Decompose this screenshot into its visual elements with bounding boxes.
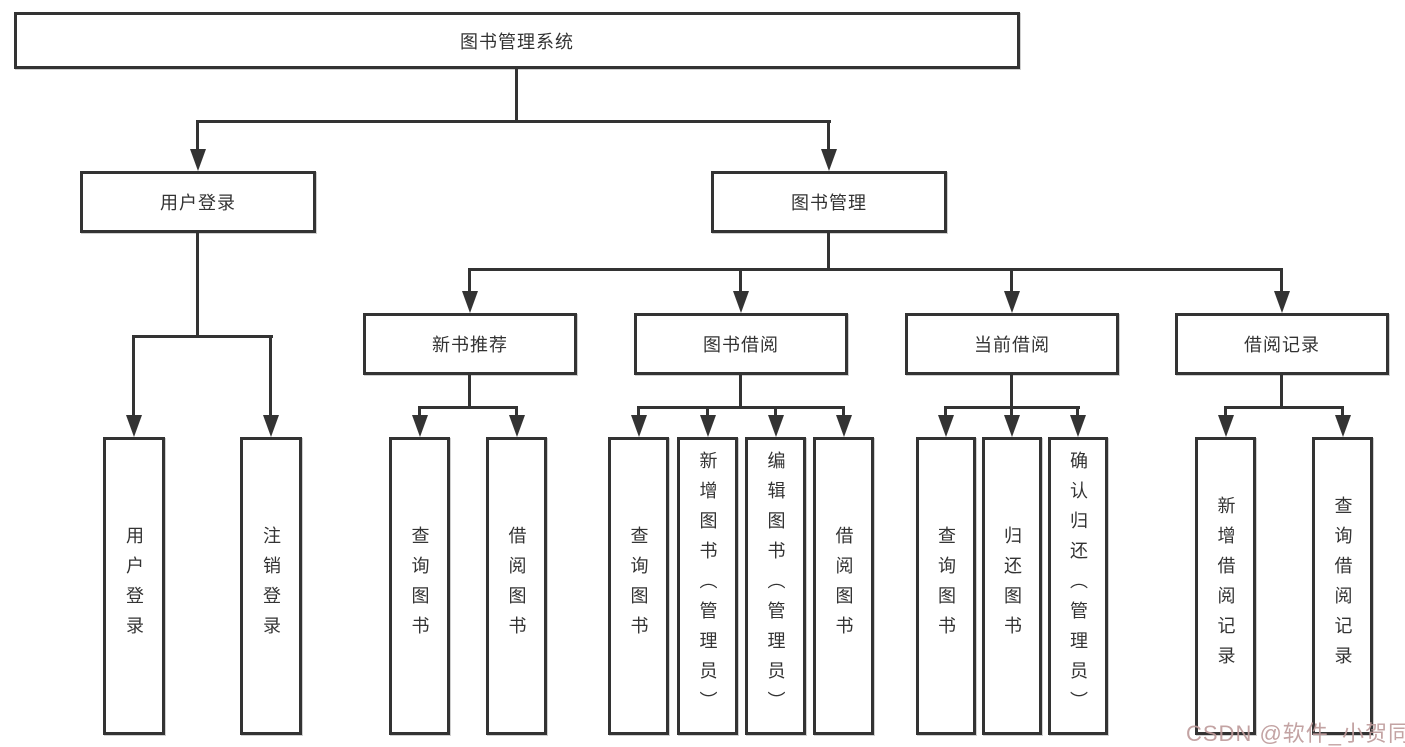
connector-line [468, 268, 471, 293]
leaf-newbook-query: 查询图书 [389, 437, 450, 735]
csdn-watermark: CSDN @软件_小贺同学 [1186, 721, 1405, 746]
connector-line [418, 406, 421, 417]
connector-line [827, 120, 830, 152]
leaf-borrow-query: 查询图书 [608, 437, 669, 735]
connector-line [1280, 375, 1283, 408]
node-current-borrow-label: 当前借阅 [974, 335, 1050, 355]
leaf-borrow-edit: 编辑图书（管理员） [745, 437, 806, 735]
node-current-borrow: 当前借阅 [905, 313, 1119, 375]
connector-line [1010, 268, 1013, 293]
node-new-book: 新书推荐 [363, 313, 577, 375]
connector-arrow [412, 415, 428, 437]
connector-line [1224, 406, 1227, 417]
connector-arrow [190, 149, 206, 171]
leaf-newbook-borrow-label: 借阅图书 [506, 526, 527, 646]
connector-line [196, 233, 199, 335]
connector-arrow [733, 291, 749, 313]
leaf-borrow-add-label: 新增图书（管理员） [697, 451, 718, 721]
connector-line [706, 406, 709, 417]
node-book-borrow-label: 图书借阅 [703, 335, 779, 355]
connector-line [196, 120, 199, 152]
connector-line [1010, 406, 1013, 417]
connector-line [469, 268, 1283, 271]
node-root-label: 图书管理系统 [460, 31, 574, 52]
connector-arrow [836, 415, 852, 437]
leaf-borrow-book: 借阅图书 [813, 437, 874, 735]
connector-line [515, 69, 518, 120]
leaf-current-return: 归还图书 [982, 437, 1042, 735]
connector-arrow [938, 415, 954, 437]
leaf-current-query: 查询图书 [916, 437, 976, 735]
leaf-newbook-query-label: 查询图书 [409, 526, 430, 646]
connector-arrow [1004, 415, 1020, 437]
connector-line [1010, 375, 1013, 408]
leaf-borrow-edit-label: 编辑图书（管理员） [765, 451, 786, 721]
connector-arrow [1274, 291, 1290, 313]
connector-line [827, 233, 830, 268]
connector-arrow [1070, 415, 1086, 437]
connector-line [842, 406, 845, 417]
leaf-current-confirm: 确认归还（管理员） [1048, 437, 1108, 735]
node-borrow-record-label: 借阅记录 [1244, 335, 1320, 355]
connector-line [637, 406, 845, 409]
leaf-record-query-label: 查询借阅记录 [1332, 496, 1353, 676]
leaf-current-query-label: 查询图书 [936, 526, 956, 646]
connector-arrow [263, 415, 279, 437]
leaf-logout-label: 注销登录 [261, 526, 281, 646]
leaf-record-query: 查询借阅记录 [1312, 437, 1373, 735]
connector-arrow [821, 149, 837, 171]
node-book-mgmt-label: 图书管理 [791, 193, 867, 213]
connector-line [269, 335, 272, 415]
connector-arrow [1335, 415, 1351, 437]
connector-arrow [1004, 291, 1020, 313]
leaf-borrow-add: 新增图书（管理员） [677, 437, 738, 735]
connector-line [418, 406, 518, 409]
node-new-book-label: 新书推荐 [432, 335, 508, 355]
connector-arrow [700, 415, 716, 437]
connector-line [515, 406, 518, 417]
connector-line [468, 375, 471, 408]
node-borrow-record: 借阅记录 [1175, 313, 1389, 375]
connector-line [774, 406, 777, 417]
leaf-borrow-book-label: 借阅图书 [833, 526, 854, 646]
connector-line [133, 335, 273, 338]
leaf-record-add-label: 新增借阅记录 [1215, 496, 1236, 676]
connector-arrow [509, 415, 525, 437]
connector-line [739, 375, 742, 408]
connector-line [1280, 268, 1283, 293]
connector-line [1224, 406, 1343, 409]
connector-line [1076, 406, 1079, 417]
connector-line [132, 335, 135, 415]
connector-line [637, 406, 640, 417]
leaf-user-login: 用户登录 [103, 437, 165, 735]
connector-arrow [462, 291, 478, 313]
connector-line [739, 268, 742, 293]
node-book-borrow: 图书借阅 [634, 313, 848, 375]
node-user-login: 用户登录 [80, 171, 316, 233]
connector-arrow [631, 415, 647, 437]
connector-line [944, 406, 947, 417]
leaf-current-return-label: 归还图书 [1002, 526, 1022, 646]
node-book-mgmt: 图书管理 [711, 171, 947, 233]
connector-line [1341, 406, 1344, 417]
connector-arrow [1218, 415, 1234, 437]
leaf-newbook-borrow: 借阅图书 [486, 437, 547, 735]
leaf-current-confirm-label: 确认归还（管理员） [1068, 451, 1088, 721]
connector-arrow [126, 415, 142, 437]
leaf-record-add: 新增借阅记录 [1195, 437, 1256, 735]
node-root: 图书管理系统 [14, 12, 1020, 69]
connector-line [196, 120, 831, 123]
connector-arrow [768, 415, 784, 437]
node-user-login-label: 用户登录 [160, 193, 236, 213]
leaf-logout: 注销登录 [240, 437, 302, 735]
leaf-user-login-label: 用户登录 [124, 526, 144, 646]
leaf-borrow-query-label: 查询图书 [628, 526, 649, 646]
